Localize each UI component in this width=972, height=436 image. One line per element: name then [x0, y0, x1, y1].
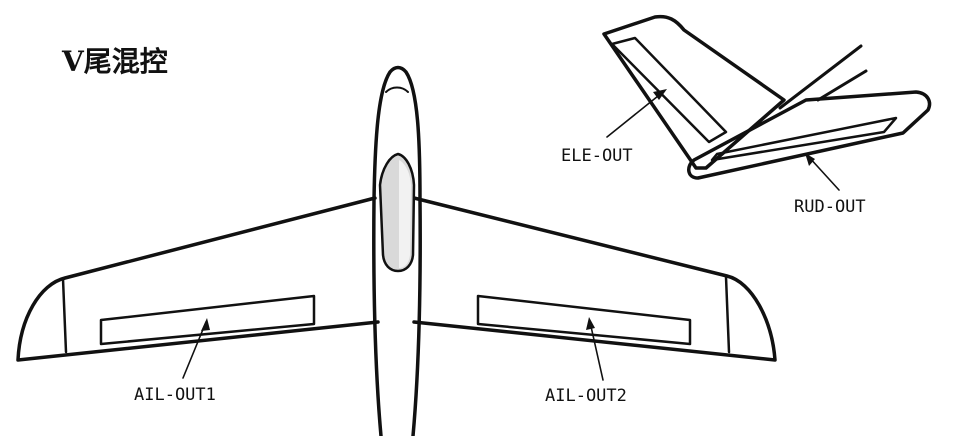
ele-out-arrowhead	[653, 89, 667, 100]
fuselage	[372, 65, 422, 436]
left-aileron	[99, 294, 316, 346]
left-wing-tip-line	[61, 277, 68, 354]
rudder-surface	[710, 116, 898, 162]
ail-out2-label: AIL-OUT2	[545, 386, 627, 406]
ail-out2-leader	[589, 321, 604, 381]
right-wing-tip-line	[724, 275, 731, 354]
ail-out1-label: AIL-OUT1	[134, 385, 216, 405]
tail-boom-top	[778, 44, 863, 110]
right-wing	[412, 196, 777, 362]
rud-out-arrowhead	[805, 153, 815, 166]
rud-out-leader	[807, 155, 840, 191]
canopy-highlight	[399, 160, 411, 268]
tail-boom-bottom	[816, 69, 868, 102]
elevator-surface	[610, 36, 728, 144]
ele-out-label: ELE-OUT	[561, 146, 633, 166]
diagram-title: V尾混控	[62, 45, 168, 78]
rud-out-label: RUD-OUT	[794, 197, 866, 217]
ail-out1-leader	[182, 321, 207, 379]
right-aileron	[476, 294, 692, 346]
ail-out2-arrowhead	[586, 317, 595, 330]
v-tail-lower-fin	[687, 90, 932, 180]
fuselage-nose-line	[385, 86, 409, 93]
left-wing	[16, 196, 380, 362]
ail-out1-arrowhead	[201, 318, 210, 331]
ele-out-leader	[606, 91, 664, 138]
